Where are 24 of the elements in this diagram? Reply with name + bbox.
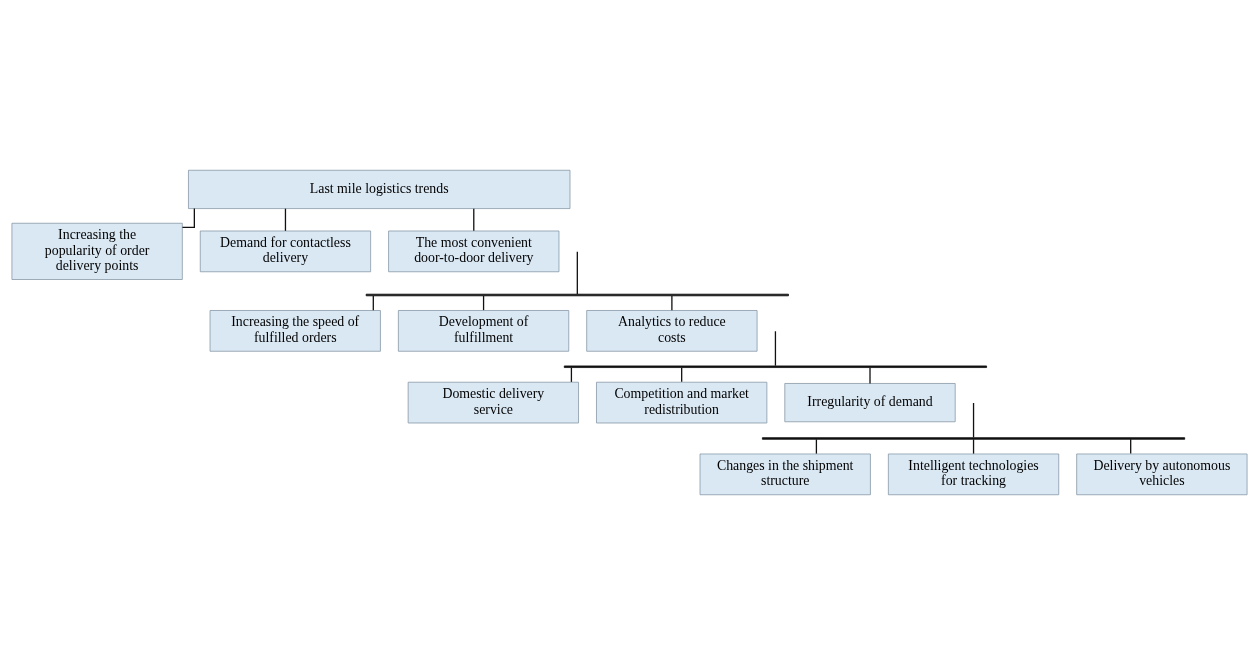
connector <box>869 367 871 385</box>
node-box: Increasing the popularity of order delivery points <box>11 222 183 280</box>
node-bar <box>762 437 1186 440</box>
node-box: Demand for contactless delivery <box>199 230 372 273</box>
connector <box>284 208 287 232</box>
node-box: Domestic delivery service <box>407 381 579 424</box>
node-box: Competition and market redistribution <box>596 381 768 424</box>
node-box: Development of fulfillment <box>397 310 570 352</box>
node-box: Last mile logistics trends <box>188 169 571 209</box>
node-box: Intelligent technologies for tracking <box>887 453 1060 496</box>
connector <box>181 207 195 228</box>
node-box: Changes in the shipment structure <box>699 453 871 496</box>
node-box: Increasing the speed of fulfilled orders <box>209 310 381 352</box>
node-bar <box>563 365 987 368</box>
node-box: The most convenient door-to-door delivery <box>388 230 560 273</box>
node-box: Delivery by autonomous vehicles <box>1076 453 1248 496</box>
connector <box>774 330 777 367</box>
node-box: Analytics to reduce costs <box>586 310 758 352</box>
connector <box>473 208 475 232</box>
connector <box>972 402 975 439</box>
node-bar <box>365 293 789 297</box>
connector <box>576 251 578 295</box>
node-box: Irregularity of demand <box>784 383 956 423</box>
connector <box>671 295 673 311</box>
